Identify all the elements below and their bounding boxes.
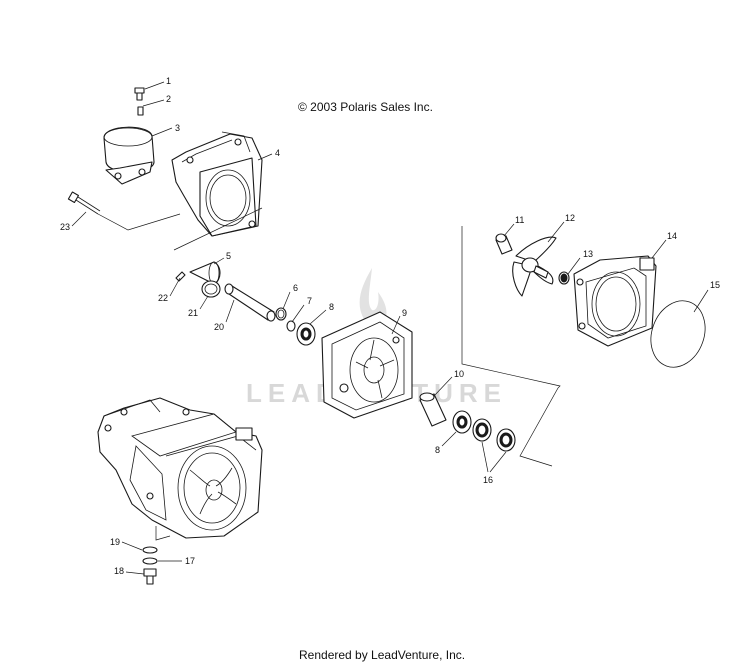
callout-11: 11 [515,215,524,225]
leader-lines [71,81,709,575]
part-seal-16a[interactable] [472,418,492,442]
part-bearing-8-lower[interactable] [452,410,472,434]
callout-10: 10 [454,369,464,379]
part-washer-19[interactable] [142,546,158,554]
callout-14: 14 [667,231,677,241]
callout-20: 20 [214,322,224,332]
callout-16: 16 [483,475,493,485]
part-screw-22[interactable] [175,271,186,282]
part-cone-5[interactable] [189,261,221,285]
footer-text: Rendered by LeadVenture, Inc. [299,648,465,662]
part-gasket-15[interactable] [642,293,714,375]
callout-17: 17 [185,556,195,566]
callout-2: 2 [166,94,171,104]
callout-22: 22 [158,293,168,303]
part-shaft-20[interactable] [224,283,276,322]
callout-6: 6 [293,283,298,293]
part-washer-7[interactable] [286,320,296,332]
callout-5: 5 [226,251,231,261]
part-bolt-23[interactable] [67,191,101,215]
callouts: 1 2 3 4 5 6 7 8 8 9 10 11 12 13 14 15 16… [60,76,720,576]
part-impeller-12[interactable] [512,236,557,297]
callout-21: 21 [188,308,198,318]
callout-7: 7 [307,296,312,306]
callout-13: 13 [583,249,593,259]
part-seal-16b[interactable] [496,428,516,452]
part-washer-17[interactable] [142,557,158,565]
part-pump-assembly[interactable] [97,397,263,539]
part-bolt-18[interactable] [143,568,157,585]
callout-4: 4 [275,148,280,158]
part-bushing-11[interactable] [495,233,513,255]
part-nut-13[interactable] [558,271,570,285]
part-sleeve-10[interactable] [419,392,447,427]
callout-8-upper: 8 [329,302,334,312]
part-housing-9[interactable] [321,311,413,419]
callout-8-lower: 8 [435,445,440,455]
callout-1: 1 [166,76,171,86]
callout-9: 9 [402,308,407,318]
part-housing-14[interactable] [573,255,657,347]
part-clamp-ring-3[interactable] [103,126,155,185]
callout-12: 12 [565,213,575,223]
callout-3: 3 [175,123,180,133]
part-oring-21[interactable] [201,280,221,298]
part-bearing-8-upper[interactable] [296,322,316,346]
callout-15: 15 [710,280,720,290]
part-screw-1[interactable] [134,87,145,101]
part-pump-housing-4[interactable] [171,131,263,237]
callout-18: 18 [114,566,124,576]
part-snapring-6[interactable] [275,307,287,321]
callout-19: 19 [110,537,120,547]
callout-23: 23 [60,222,70,232]
part-pin-2[interactable] [137,106,144,116]
copyright-text: © 2003 Polaris Sales Inc. [298,100,433,114]
